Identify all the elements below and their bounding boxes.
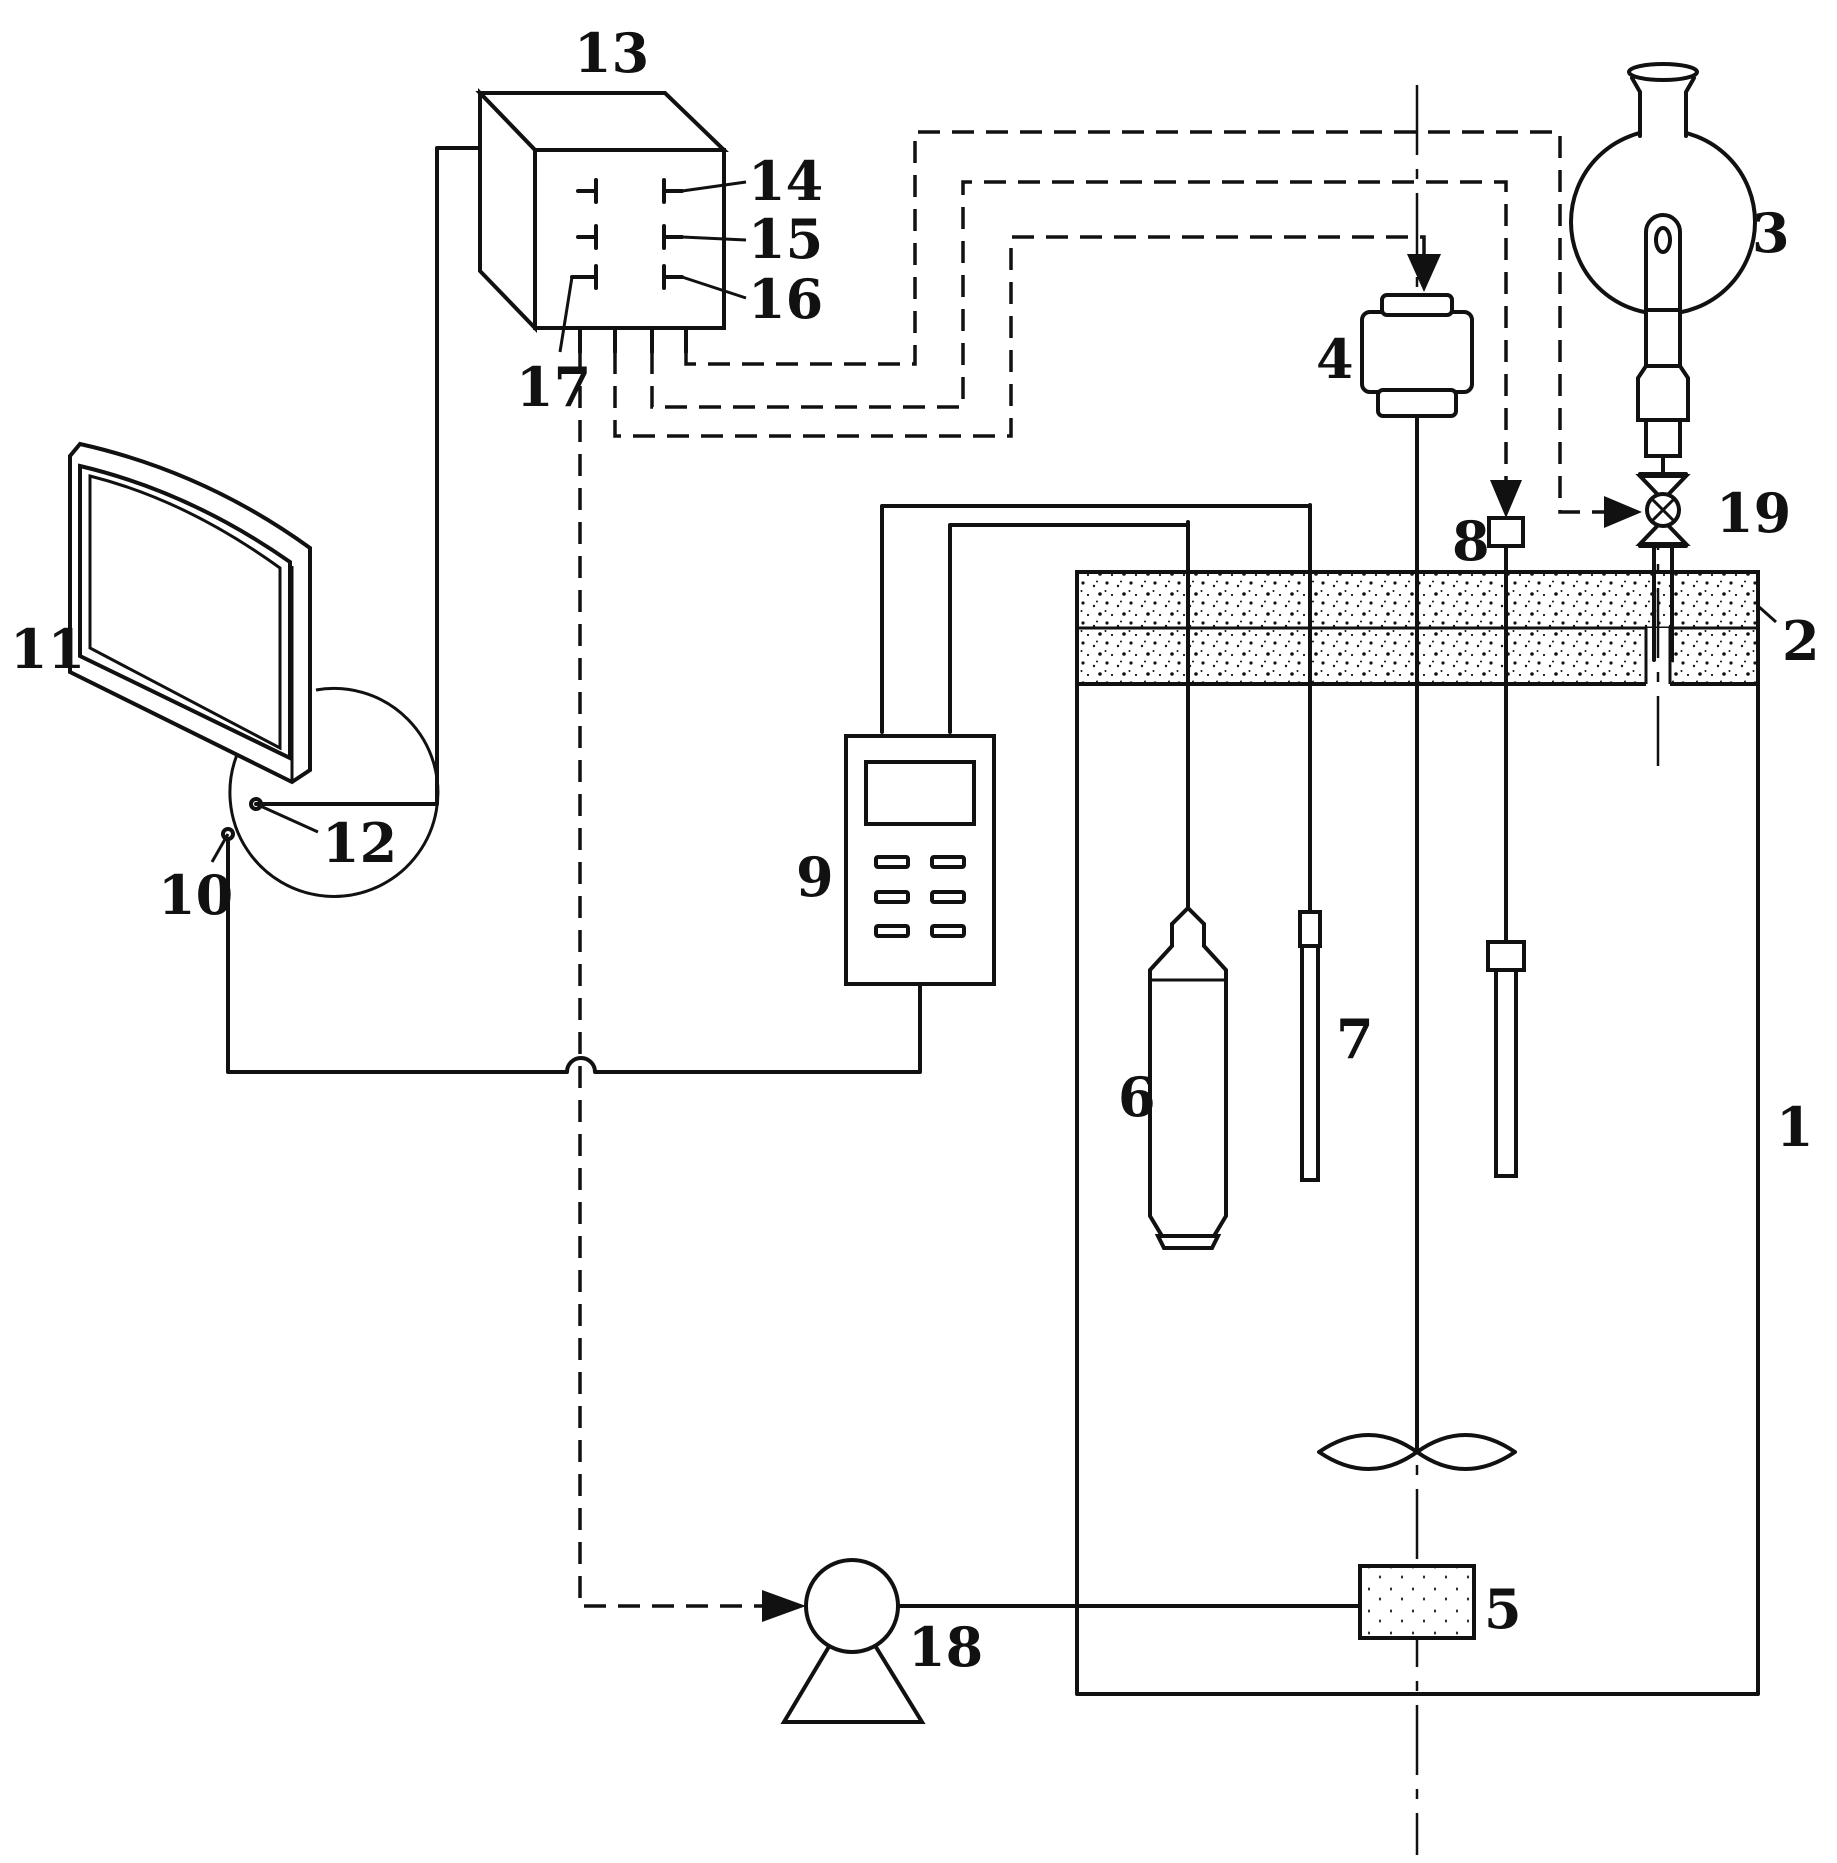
control-line-dosing xyxy=(650,180,1508,482)
meter-display-cable xyxy=(226,832,922,1074)
label-1: 1 xyxy=(1776,1095,1814,1159)
arrow-to-dosing xyxy=(1490,480,1522,518)
valve xyxy=(1635,472,1691,662)
label-4: 4 xyxy=(1316,327,1354,391)
label-2: 2 xyxy=(1782,609,1820,673)
label-7: 7 xyxy=(1336,1007,1374,1071)
control-line-motor xyxy=(613,235,1426,438)
label-9: 9 xyxy=(796,845,834,909)
label-8: 8 xyxy=(1452,509,1490,573)
arrow-to-motor xyxy=(1407,254,1441,292)
probe-cable-6 xyxy=(948,523,1190,734)
label-17: 17 xyxy=(516,355,591,419)
control-line-valve xyxy=(684,130,1606,514)
terminal-17-leader xyxy=(558,276,574,353)
meter-device xyxy=(844,734,996,986)
terminal-15-leader xyxy=(681,235,747,242)
arrow-to-valve xyxy=(1604,496,1642,528)
terminal-14-leader xyxy=(681,180,747,193)
probe-cable-7 xyxy=(880,504,1312,734)
stirrer-motor xyxy=(1360,293,1474,418)
controller-box xyxy=(475,88,729,354)
stirrer-impeller xyxy=(1317,1433,1517,1471)
port-10-leader xyxy=(210,833,230,863)
probe-6 xyxy=(1148,520,1228,1250)
display-monitor xyxy=(68,441,440,898)
label-13: 13 xyxy=(574,21,649,85)
dosing-unit xyxy=(1486,516,1526,1178)
aeration-stone xyxy=(1358,1564,1476,1640)
label-10: 10 xyxy=(158,863,233,927)
label-19: 19 xyxy=(1716,481,1791,545)
label-16: 16 xyxy=(748,267,823,331)
label-14: 14 xyxy=(748,149,823,213)
probe-7 xyxy=(1298,503,1322,1182)
label-12: 12 xyxy=(322,811,397,875)
label-18: 18 xyxy=(908,1615,983,1679)
label-3: 3 xyxy=(1752,201,1790,265)
label-15: 15 xyxy=(748,207,823,271)
control-line-pump xyxy=(578,352,762,1608)
air-pump xyxy=(780,1558,926,1724)
label-6: 6 xyxy=(1118,1065,1156,1129)
arrow-to-pump xyxy=(762,1590,806,1622)
terminal-16-leader xyxy=(681,275,747,300)
port-12-leader xyxy=(255,802,319,834)
display-controller-cable xyxy=(254,146,499,806)
dropping-flask xyxy=(1569,62,1757,498)
lid-leader-line xyxy=(1757,604,1777,624)
label-5: 5 xyxy=(1484,1577,1522,1641)
label-11: 11 xyxy=(10,617,85,681)
